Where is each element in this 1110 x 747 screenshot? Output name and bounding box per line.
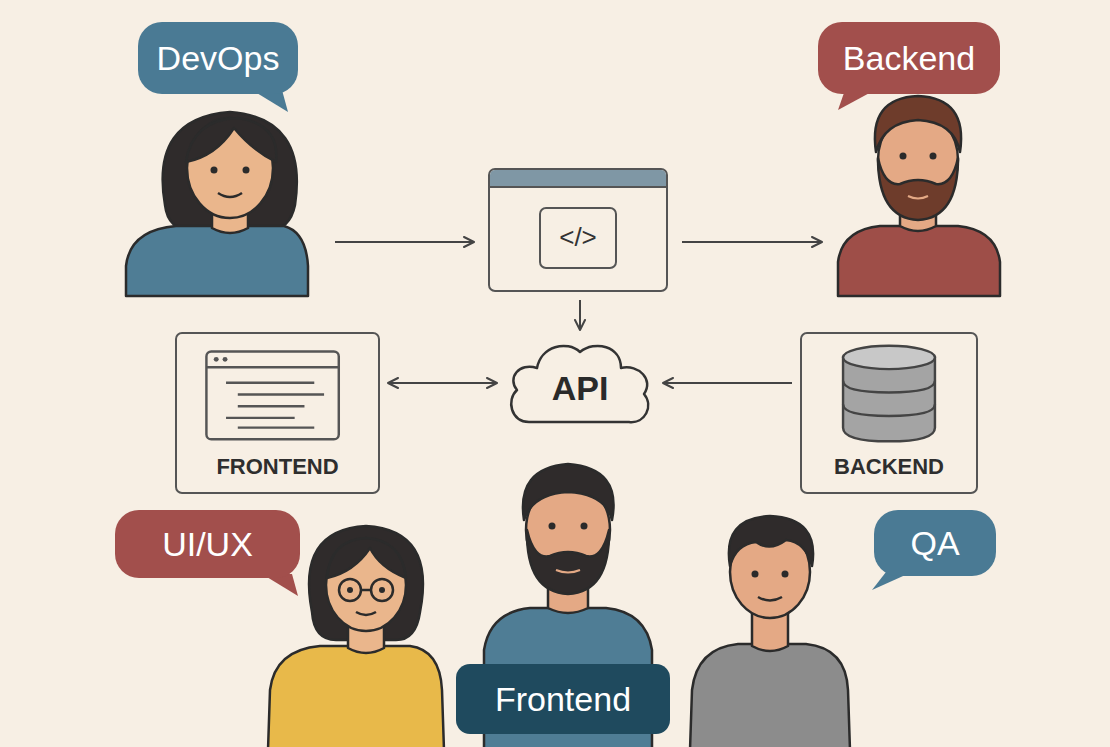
frontend-person xyxy=(484,464,652,747)
role-bubble: Backend xyxy=(818,22,1000,94)
node-text: Backend xyxy=(843,38,975,79)
connector-arrow xyxy=(579,300,581,330)
node-text: BACKEND xyxy=(834,454,944,480)
backend-person xyxy=(838,96,1000,296)
frontend-box: FRONTEND xyxy=(175,332,380,494)
connector-arrow xyxy=(663,382,792,384)
backend-box: BACKEND xyxy=(800,332,978,494)
role-label: Frontend xyxy=(456,664,670,734)
qa-person xyxy=(690,516,850,747)
code-window: </> xyxy=(488,168,668,292)
node-text: </> xyxy=(539,207,617,268)
node-text: FRONTEND xyxy=(216,454,338,480)
connector-arrow xyxy=(388,382,497,384)
node-text: QA xyxy=(910,523,959,564)
window-bar xyxy=(490,170,666,188)
node-text: API xyxy=(552,358,609,409)
api-cloud: API xyxy=(505,338,655,428)
role-bubble: DevOps xyxy=(138,22,298,94)
role-bubble: UI/UX xyxy=(115,510,300,578)
node-text: UI/UX xyxy=(162,524,253,565)
node-text: DevOps xyxy=(157,38,280,79)
node-text: Frontend xyxy=(495,679,631,720)
devops-person xyxy=(126,112,308,296)
role-bubble: QA xyxy=(874,510,996,576)
